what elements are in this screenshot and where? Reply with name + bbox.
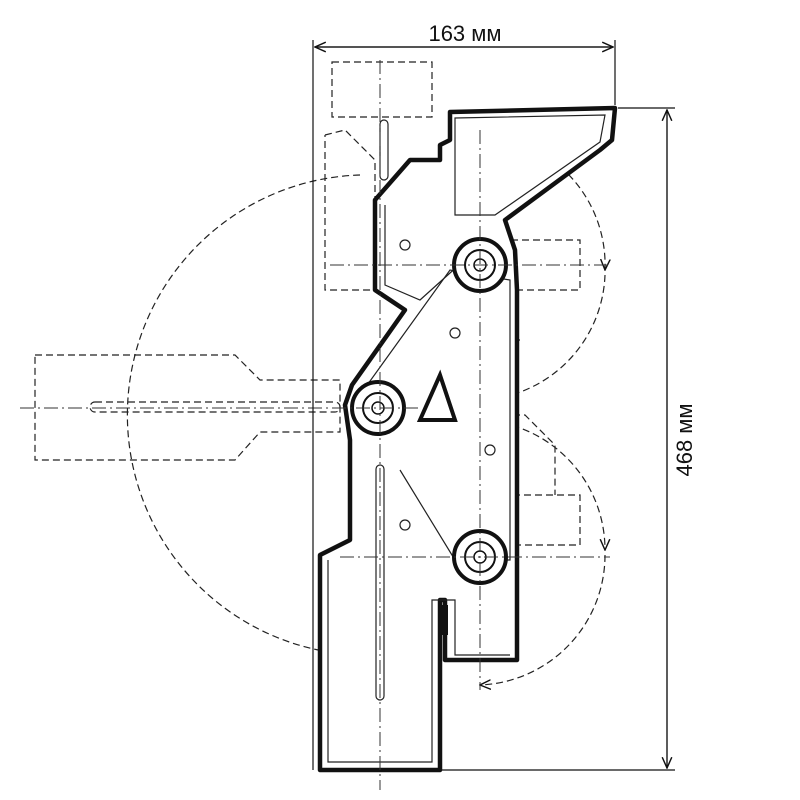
middle-link-inner [359,269,511,561]
upper-slot [379,119,389,181]
pivot-lower [452,529,508,585]
width-dimension: 163 мм [312,21,616,770]
height-label: 468 мм [672,403,697,476]
pin-hole [484,444,496,456]
pin-hole [399,519,411,531]
ghost-top-block [331,61,433,118]
bottom-box-inner [327,560,510,763]
swing-arc-lower-return [480,554,606,685]
pin-hole [449,327,461,339]
centerlines [20,60,610,790]
ghost-left-panel [34,354,341,461]
triangle-marker [416,369,458,422]
inner-details [327,114,606,763]
ghost-left-slot [89,401,341,413]
latch [438,605,448,635]
ghost-top-box [324,129,376,291]
top-bracket [454,114,606,216]
height-dimension: 468 мм [442,107,697,771]
width-label: 163 мм [428,21,501,46]
swing-arc-large [126,174,375,655]
vertical-slot [375,464,385,701]
pin-hole [399,239,411,251]
pivot-middle [350,380,406,436]
hinge-body-outline [317,105,618,773]
